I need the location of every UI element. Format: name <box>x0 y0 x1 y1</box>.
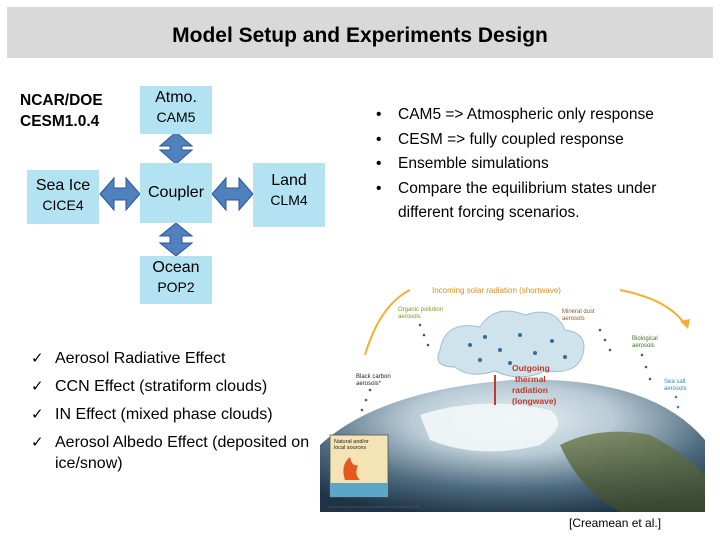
coupler-label: Coupler <box>147 184 205 201</box>
component-land: Land CLM4 <box>253 163 325 227</box>
water-band <box>330 483 388 497</box>
ocean-label: Ocean <box>152 259 200 276</box>
bullet-icon: • <box>376 106 382 123</box>
aerosol-plumes <box>360 323 680 412</box>
bullet-icon: • <box>376 179 382 197</box>
figure-credit: www.nasa.gov/centers/goddard/news/topsto… <box>328 504 420 509</box>
arrow-coupler-land <box>211 176 254 212</box>
land-model: CLM4 <box>270 192 308 208</box>
outgoing-radiation-label: Outgoing thermal radiation (longwave) <box>512 363 557 406</box>
component-sea-ice: Sea Ice CICE4 <box>27 170 99 224</box>
component-atmo: Atmo. CAM5 <box>140 86 212 134</box>
arrow-seaice-coupler <box>99 176 141 212</box>
cloud-droplets <box>468 333 567 365</box>
atmo-label: Atmo. <box>155 89 197 106</box>
title-bar: Model Setup and Experiments Design <box>7 7 713 58</box>
citation: [Creamean et al.] <box>569 516 662 530</box>
solar-arrow-right <box>619 289 686 326</box>
component-coupler: Coupler <box>140 163 212 223</box>
aerosol-illustration: Incoming solar radiation (shortwave) Out… <box>320 286 705 512</box>
experiment-item: •Compare the equilibrium states under di… <box>376 177 711 226</box>
model-name-line2: CESM1.0.4 <box>20 113 100 130</box>
checkmark-icon: ✓ <box>31 350 44 367</box>
arrow-coupler-ocean <box>158 222 194 257</box>
experiment-item: •Ensemble simulations <box>376 152 711 177</box>
incoming-radiation-label: Incoming solar radiation (shortwave) <box>432 286 561 295</box>
sea-ice-label: Sea Ice <box>35 177 91 194</box>
model-name-line1: NCAR/DOE <box>20 92 103 109</box>
land-label: Land <box>271 172 307 189</box>
arrow-atmo-coupler <box>158 131 194 165</box>
fire-icon <box>343 457 360 480</box>
atmo-model: CAM5 <box>156 109 196 125</box>
model-name: NCAR/DOE CESM1.0.4 <box>20 90 120 132</box>
ice-patch <box>420 403 558 452</box>
experiment-item: •CESM => fully coupled response <box>376 128 711 153</box>
experiment-item: •CAM5 => Atmospheric only response <box>376 103 711 128</box>
land-patch <box>560 431 705 512</box>
effect-item: ✓Aerosol Radiative Effect <box>31 350 226 367</box>
ocean-model: POP2 <box>157 279 195 295</box>
effect-item: ✓Aerosol Albedo Effect (deposited on ice… <box>31 434 310 472</box>
sea-ice-model: CICE4 <box>42 197 84 213</box>
bullet-icon: • <box>376 155 382 172</box>
cloud <box>437 310 585 378</box>
effect-item: ✓IN Effect (mixed phase clouds) <box>31 406 273 423</box>
experiments-list: •CAM5 => Atmospheric only response •CESM… <box>376 103 711 226</box>
checkmark-icon: ✓ <box>31 378 44 395</box>
checkmark-icon: ✓ <box>31 406 44 423</box>
solar-arrowhead <box>680 319 690 329</box>
effects-list: ✓Aerosol Radiative Effect ✓CCN Effect (s… <box>31 348 331 481</box>
checkmark-icon: ✓ <box>31 434 44 451</box>
bullet-icon: • <box>376 130 382 148</box>
component-ocean: Ocean POP2 <box>140 256 212 304</box>
solar-arrow-left <box>364 289 411 356</box>
effect-item: ✓CCN Effect (stratiform clouds) <box>31 378 268 395</box>
slide-title: Model Setup and Experiments Design <box>172 24 548 47</box>
